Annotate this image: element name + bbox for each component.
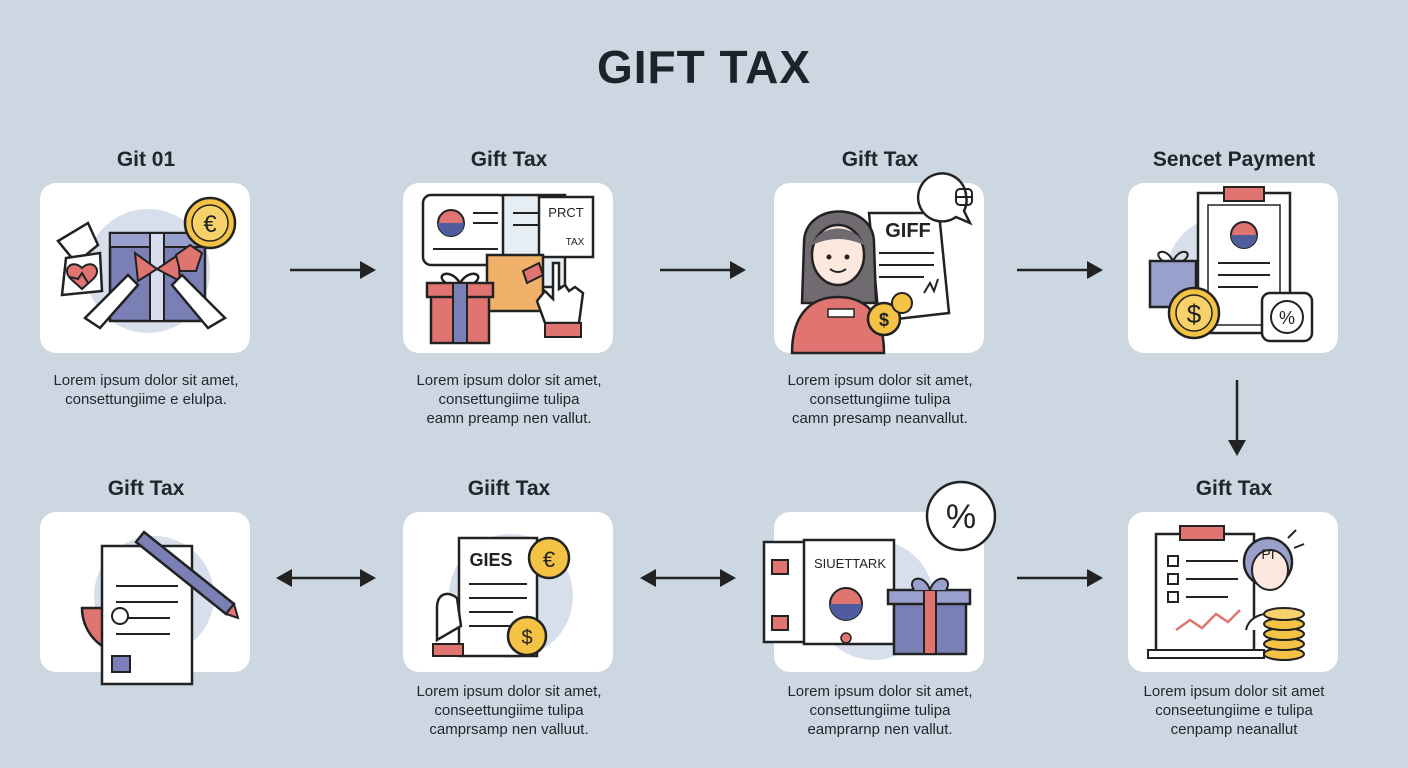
arrow-double-icon	[276, 569, 376, 587]
arrow-double-icon	[640, 569, 736, 587]
description-line: Lorem ipsum dolor sit amet,	[416, 372, 602, 389]
tax-documents-icon: PRCT TAX	[421, 193, 595, 345]
step-card-8[interactable]: Gift Tax	[40, 476, 252, 686]
prct-label: PRCT	[548, 205, 583, 220]
euro-symbol: €	[543, 547, 555, 572]
step-card-2[interactable]: Gift Tax PRCT TAX Lorem ipsum dolor sit	[403, 147, 615, 428]
percent-bubble-icon: %	[925, 480, 997, 552]
step-illustration: GIFF $	[774, 172, 984, 355]
step-description: Lorem ipsum dolor sit amet, conseettungi…	[403, 682, 615, 739]
step-illustration: €	[40, 183, 250, 353]
description-line: consettungiime e elulpa.	[65, 391, 227, 408]
percent-symbol: %	[1279, 308, 1295, 328]
arrow-right-icon	[1017, 569, 1103, 587]
description-line: consettungiime tulipa	[438, 391, 580, 408]
pi-label: PI	[1261, 546, 1274, 562]
step-card-7[interactable]: Giift Tax GIES € $ Lorem ipsum dolor sit…	[403, 476, 615, 739]
step-illustration: PRCT TAX	[403, 183, 613, 353]
step-description: Lorem ipsum dolor sit amet, consettungii…	[40, 371, 252, 409]
page-title: GIFT TAX	[596, 41, 812, 93]
gies-label: GIES	[469, 550, 512, 570]
step-card-1[interactable]: Git 01 € Lorem ipsum dolor sit amet, con…	[40, 147, 252, 409]
description-line: Lorem ipsum dolor sit amet,	[787, 372, 973, 389]
step-illustration: $ %	[1128, 183, 1338, 353]
step-illustration: GIES € $	[403, 512, 613, 672]
report-with-person-icon: PI	[1147, 525, 1305, 661]
description-line: camprsamp nen valluut.	[429, 721, 589, 738]
person-with-gift-form-icon: GIFF $	[790, 210, 951, 355]
signing-form-icon	[80, 530, 240, 686]
gift-statement-icon: GIES € $	[432, 534, 573, 658]
step-card-3[interactable]: Gift Tax GIFF $ Lorem ipsum d	[774, 147, 986, 428]
step-card-5[interactable]: Gift Tax PI Lorem ipsum dolor s	[1128, 476, 1340, 739]
step-illustration: PI	[1128, 512, 1338, 672]
suettark-label: SIUETTARK	[814, 556, 886, 571]
arrow-down-icon	[1228, 380, 1246, 456]
step-illustration: SIUETTARK %	[762, 480, 997, 672]
description-line: consettungiime tulipa	[809, 702, 951, 719]
arrow-right-icon	[1017, 261, 1103, 279]
tax-book-with-gift-icon: SIUETTARK	[762, 538, 972, 660]
step-title: Git 01	[116, 148, 176, 171]
step-illustration	[40, 512, 250, 686]
step-description: Lorem ipsum dolor sit amet, consettungii…	[774, 371, 986, 428]
step-description: Lorem ipsum dolor sit amet conseetungiim…	[1128, 682, 1340, 739]
step-card-6[interactable]: SIUETTARK % Lorem ipsum dolor sit amet, …	[762, 476, 997, 739]
description-line: cenpamp neanallut	[1170, 721, 1298, 738]
euro-symbol: €	[203, 211, 217, 238]
step-title: Giift Tax	[467, 477, 551, 500]
step-title: Gift Tax	[1195, 477, 1273, 500]
dollar-symbol: $	[879, 310, 889, 330]
description-line: eamprarnp nen vallut.	[807, 721, 953, 738]
arrow-right-icon	[660, 261, 746, 279]
description-line: consettungiime tulipa	[809, 391, 951, 408]
step-card-4[interactable]: Sencet Payment $ %	[1128, 147, 1340, 353]
euro-coin-icon: €	[183, 196, 237, 250]
step-description: Lorem ipsum dolor sit amet, consettungii…	[774, 682, 986, 739]
speech-bubble-icon	[916, 172, 973, 226]
description-line: camn presamp neanvallut.	[792, 410, 968, 427]
description-line: eamn preamp nen vallut.	[426, 410, 592, 427]
payment-document-icon: $ %	[1148, 186, 1314, 343]
tax-label: TAX	[566, 237, 585, 248]
gift-giving-icon	[56, 209, 228, 333]
description-line: conseetungiime e tulipa	[1155, 702, 1313, 719]
percent-symbol: %	[946, 498, 976, 536]
arrow-right-icon	[290, 261, 376, 279]
step-title: Gift Tax	[107, 477, 185, 500]
step-description: Lorem ipsum dolor sit amet, consettungii…	[403, 371, 615, 428]
description-line: Lorem ipsum dolor sit amet	[1143, 683, 1325, 700]
dollar-symbol: $	[1187, 299, 1202, 329]
description-line: Lorem ipsum dolor sit amet,	[53, 372, 239, 389]
step-title: Gift Tax	[470, 148, 548, 171]
step-title: Gift Tax	[841, 148, 919, 171]
dollar-symbol: $	[521, 627, 532, 649]
description-line: conseettungiime tulipa	[434, 702, 584, 719]
description-line: Lorem ipsum dolor sit amet,	[416, 683, 602, 700]
giff-label: GIFF	[885, 220, 931, 242]
step-title: Sencet Payment	[1152, 148, 1316, 171]
description-line: Lorem ipsum dolor sit amet,	[787, 683, 973, 700]
